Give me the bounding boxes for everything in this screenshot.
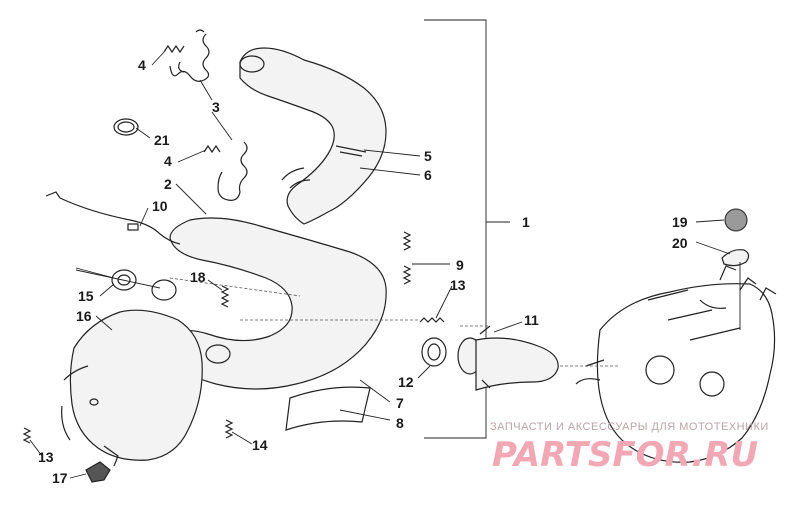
- expansion-pipe-upper: [239, 47, 387, 225]
- callout-11: 11: [524, 312, 539, 328]
- leader-lines: [29, 51, 741, 479]
- callout-5: 5: [424, 148, 432, 164]
- spring-chain-middle: [217, 141, 248, 201]
- callout-20: 20: [672, 235, 688, 251]
- gasket-12: [421, 337, 447, 367]
- callout-4-middle: 4: [164, 153, 172, 169]
- callout-12: 12: [398, 374, 414, 390]
- callout-13-right: 13: [450, 277, 466, 293]
- callout-13-left: 13: [38, 449, 54, 465]
- callout-18: 18: [190, 269, 206, 285]
- watermark-caption: ЗАПЧАСТИ И АКСЕССУАРЫ ДЛЯ МОТОТЕХНИКИ: [490, 421, 769, 433]
- exhaust-spring-9: [402, 231, 412, 285]
- exhaust-manifold: [457, 325, 559, 391]
- spring-chain-upper: [169, 29, 210, 82]
- muffler: [61, 309, 203, 467]
- callout-14: 14: [252, 437, 268, 453]
- callout-4-upper: 4: [138, 57, 146, 73]
- callout-3: 3: [212, 99, 220, 115]
- watermark-logo: PARTSFOR.RU: [492, 435, 758, 475]
- callout-2: 2: [164, 176, 172, 192]
- exhaust-spring-14: [224, 419, 234, 439]
- gasket-15: [111, 269, 137, 291]
- watermark: ЗАПЧАСТИ И АКСЕССУАРЫ ДЛЯ МОТОТЕХНИКИ PA…: [490, 421, 769, 475]
- small-spring-middle: [203, 144, 221, 154]
- engine-block: [575, 265, 777, 463]
- callout-6: 6: [424, 167, 432, 183]
- callout-8: 8: [396, 415, 404, 431]
- exhaust-spring-18: [220, 285, 230, 308]
- callout-19: 19: [672, 214, 688, 230]
- callout-9: 9: [456, 257, 464, 273]
- callout-10: 10: [152, 198, 168, 214]
- rubber-grommet: [85, 461, 111, 483]
- callout-7: 7: [396, 395, 404, 411]
- callout-1: 1: [522, 214, 530, 230]
- callout-21: 21: [154, 132, 170, 148]
- cap-19: [724, 208, 748, 232]
- mount-20: [721, 249, 750, 267]
- exhaust-spring-13-right: [419, 317, 445, 323]
- callout-17: 17: [52, 470, 68, 486]
- seal-ring: [151, 279, 177, 301]
- alignment-lines: [169, 277, 620, 367]
- temperature-sensor-cable: [45, 191, 181, 245]
- clamp-ring: [113, 118, 139, 136]
- callout-15: 15: [78, 288, 94, 304]
- small-spring-upper: [163, 44, 185, 54]
- assembly-bracket: [424, 19, 510, 439]
- callout-16: 16: [76, 308, 92, 324]
- exhaust-spring-13-left: [22, 427, 32, 444]
- callout-labels: 1 2 3 4 4 5 6 7 8 9 10 11 12 13 13 14 15…: [38, 57, 688, 486]
